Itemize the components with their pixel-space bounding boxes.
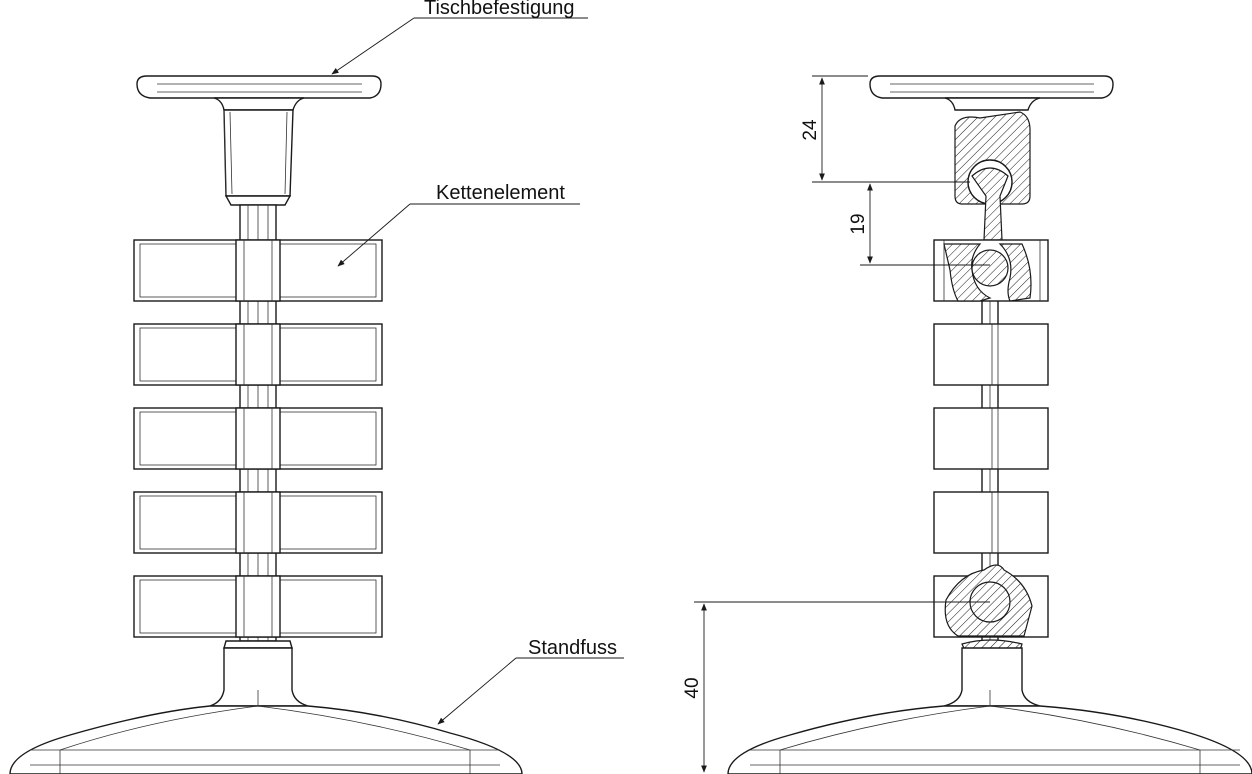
label-kettenelement: Kettenelement	[436, 182, 565, 204]
section-chain-link-4	[933, 491, 1049, 554]
section-chain-link-5	[933, 564, 1049, 661]
label-chain-element: Kettenelement	[337, 182, 580, 267]
section-chain-link-2	[933, 323, 1049, 386]
chain-link-1	[133, 239, 383, 302]
dimension-label-24: 24	[800, 119, 821, 141]
front-view: Tischbefestigung Kettenelement Standfuss	[9, 0, 624, 774]
section-view: 24 19 40	[682, 75, 1252, 774]
chain-link-2	[133, 323, 383, 386]
dimension-19: 19	[848, 183, 990, 266]
chain-link-5	[133, 575, 383, 638]
chain-elements-left	[133, 239, 383, 638]
dimension-label-40: 40	[682, 677, 703, 698]
label-tischbefestigung: Tischbefestigung	[424, 0, 574, 19]
dimension-40: 40	[682, 601, 990, 773]
chain-link-3	[133, 407, 383, 470]
section-chain-link-3	[933, 407, 1049, 470]
label-table-mount: Tischbefestigung	[331, 0, 588, 75]
table-mount-plate-section	[869, 75, 1114, 241]
stand-foot-left	[9, 640, 523, 774]
table-mount-plate	[136, 75, 382, 206]
chain-link-4	[133, 491, 383, 554]
label-standfuss: Standfuss	[528, 637, 617, 659]
stand-foot-section	[727, 647, 1252, 774]
dimension-24: 24	[800, 75, 970, 183]
section-chain-link-1	[933, 239, 1049, 302]
dimension-label-19: 19	[848, 213, 869, 234]
label-stand-foot: Standfuss	[437, 637, 624, 725]
